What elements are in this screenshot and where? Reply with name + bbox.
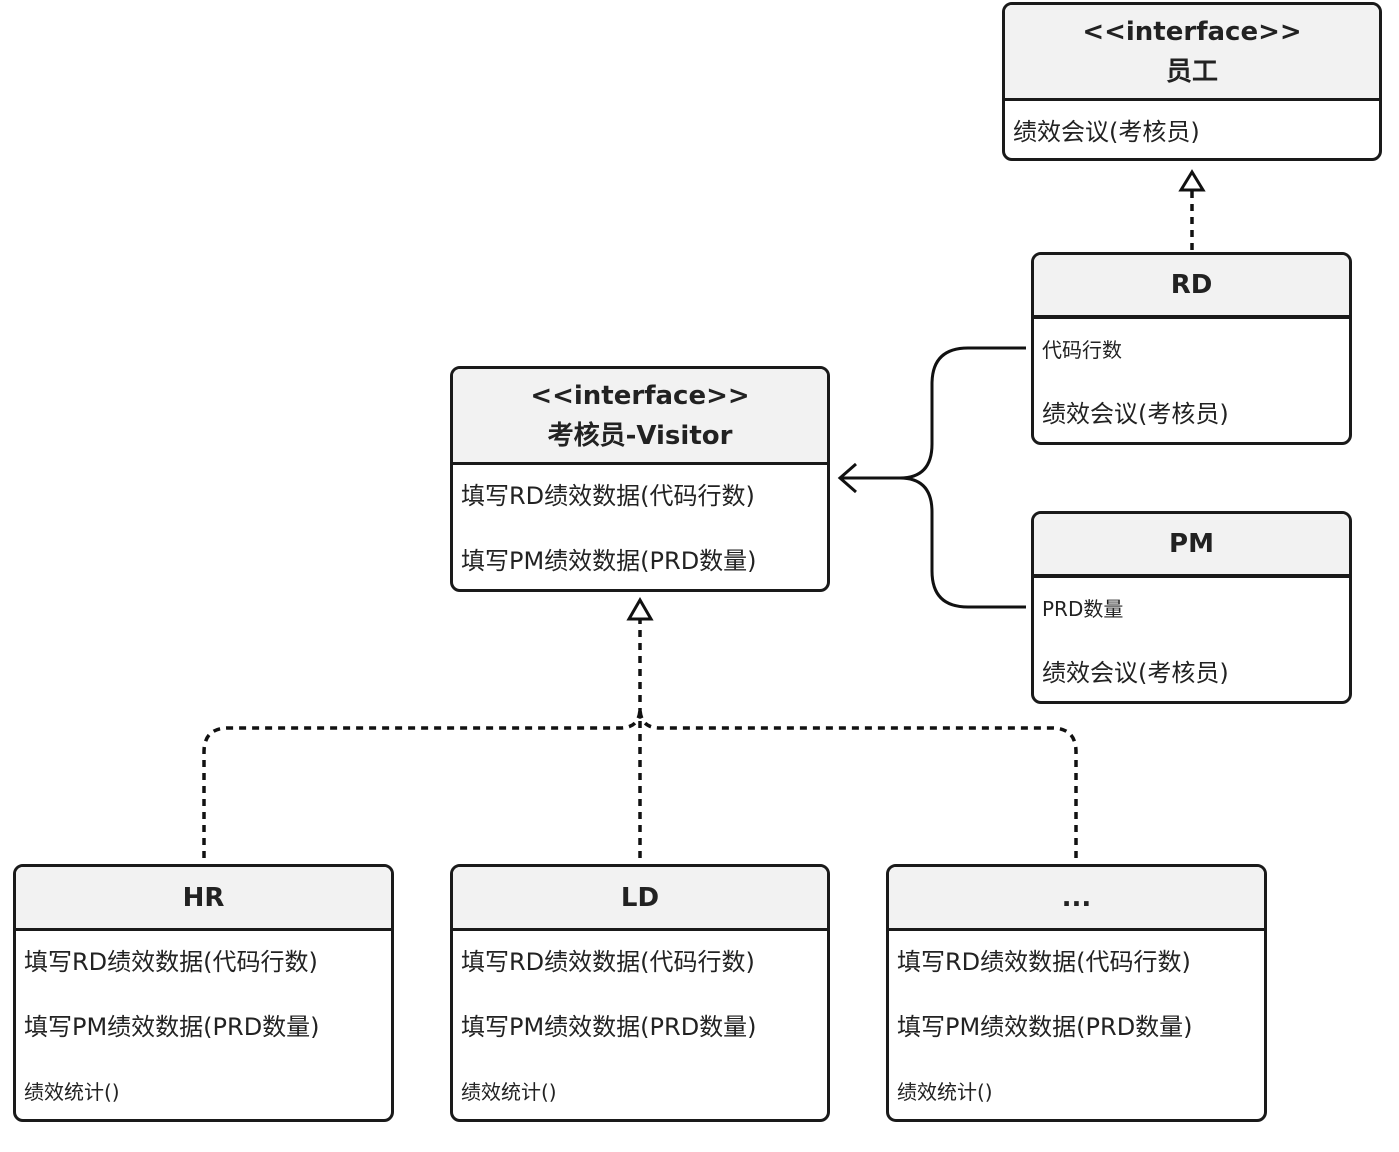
visitor-interface-header: <<interface>> 考核员-Visitor (453, 369, 827, 465)
ld-method-stats: 绩效统计() (461, 1080, 557, 1104)
pm-class-box: PM PRD数量 绩效会议(考核员) (1031, 511, 1352, 704)
visitor-interface-box: <<interface>> 考核员-Visitor 填写RD绩效数据(代码行数)… (450, 366, 830, 592)
other-method-rd: 填写RD绩效数据(代码行数) (897, 948, 1191, 976)
visitor-realization-arrowhead (626, 597, 654, 621)
other-method-stats: 绩效统计() (897, 1080, 993, 1104)
rd-class-header: RD (1034, 255, 1349, 319)
rd-method: 绩效会议(考核员) (1042, 400, 1229, 428)
other-visitor-name: ... (1061, 882, 1092, 913)
pm-class-name: PM (1169, 529, 1214, 559)
rd-class-name: RD (1170, 270, 1213, 300)
hr-visitor-header: HR (16, 867, 391, 931)
employee-stereotype: <<interface>> (1082, 16, 1302, 47)
employee-name: 员工 (1165, 56, 1218, 87)
element-to-visitor-arrow (837, 346, 1026, 609)
employee-interface-box: <<interface>> 员工 绩效会议(考核员) (1002, 2, 1382, 161)
employee-method: 绩效会议(考核员) (1013, 118, 1200, 146)
ld-visitor-name: LD (620, 882, 660, 913)
ld-visitor-box: LD 填写RD绩效数据(代码行数) 填写PM绩效数据(PRD数量) 绩效统计() (450, 864, 830, 1122)
pm-class-header: PM (1034, 514, 1349, 578)
visitor-name: 考核员-Visitor (547, 420, 733, 451)
other-method-pm: 填写PM绩效数据(PRD数量) (897, 1013, 1193, 1041)
ld-method-rd: 填写RD绩效数据(代码行数) (461, 948, 755, 976)
hr-visitor-box: HR 填写RD绩效数据(代码行数) 填写PM绩效数据(PRD数量) 绩效统计() (13, 864, 394, 1122)
hr-method-rd: 填写RD绩效数据(代码行数) (24, 948, 318, 976)
ld-method-pm: 填写PM绩效数据(PRD数量) (461, 1013, 757, 1041)
rd-realization-arrow (1178, 169, 1206, 250)
hr-visitor-name: HR (182, 882, 225, 913)
pm-method: 绩效会议(考核员) (1042, 659, 1229, 687)
rd-field: 代码行数 (1042, 338, 1122, 362)
pm-field: PRD数量 (1042, 597, 1124, 621)
visitor-method-pm: 填写PM绩效数据(PRD数量) (461, 547, 757, 575)
employee-interface-header: <<interface>> 员工 (1005, 5, 1379, 101)
hr-method-stats: 绩效统计() (24, 1080, 120, 1104)
hr-method-pm: 填写PM绩效数据(PRD数量) (24, 1013, 320, 1041)
other-visitor-header: ... (889, 867, 1264, 931)
ld-visitor-header: LD (453, 867, 827, 931)
visitor-realization-arrows (202, 620, 1078, 858)
visitor-stereotype: <<interface>> (530, 380, 750, 411)
visitor-method-rd: 填写RD绩效数据(代码行数) (461, 482, 755, 510)
rd-class-box: RD 代码行数 绩效会议(考核员) (1031, 252, 1352, 445)
other-visitor-box: ... 填写RD绩效数据(代码行数) 填写PM绩效数据(PRD数量) 绩效统计(… (886, 864, 1267, 1122)
